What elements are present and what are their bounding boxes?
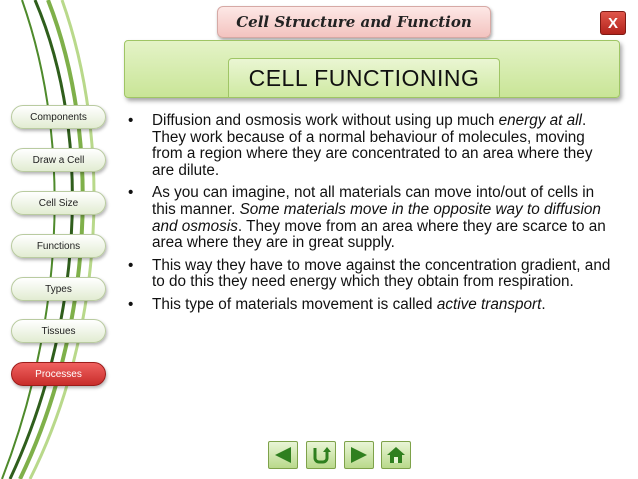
app-title: Cell Structure and Function [217,6,491,38]
nav-item-types[interactable]: Types [11,277,106,301]
bullet-icon: • [128,112,134,129]
forward-button[interactable] [344,441,374,469]
nav-item-cell-size[interactable]: Cell Size [11,191,106,215]
body-text: . They move from an area where they are … [152,217,606,252]
nav-item-functions[interactable]: Functions [11,234,106,258]
emphasis-text: energy at all [498,112,582,129]
bullet-icon: • [128,256,134,274]
return-icon [313,447,331,464]
body-text: . They work because of a normal behaviou… [152,112,593,179]
back-button[interactable] [268,441,298,469]
home-button[interactable] [381,441,411,469]
emphasis-text: Some materials move in the opposite way … [152,200,601,235]
nav-item-draw-a-cell[interactable]: Draw a Cell [11,148,106,172]
bullet-icon: • [128,295,134,313]
bullet-item: • Diffusion and osmosis work without usin… [126,112,616,179]
bullet-item: • This way they have to move against the … [126,256,616,291]
return-button[interactable] [306,441,336,469]
nav-item-tissues[interactable]: Tissues [11,319,106,343]
content-bullet-list: • Diffusion and osmosis work without usin… [126,112,616,320]
arrow-right-icon [351,447,367,463]
home-icon [387,447,405,463]
body-text: This type of materials movement is calle… [152,295,437,313]
bullet-icon: • [128,184,134,202]
body-text: Diffusion and osmosis work without using… [152,112,499,129]
close-button[interactable]: X [600,11,626,35]
body-text: . [541,295,546,313]
arrow-left-icon [275,447,291,463]
bullet-item: • This type of materials movement is call… [126,295,616,314]
page-title: CELL FUNCTIONING [228,58,500,97]
nav-item-processes[interactable]: Processes [11,362,106,386]
bullet-item: • As you can imagine, not all materials c… [126,185,616,251]
nav-item-components[interactable]: Components [11,105,106,129]
body-text: As you can imagine, not all materials ca… [152,184,595,218]
emphasis-text: active transport [436,295,542,313]
body-text: This way they have to move against the c… [152,256,611,291]
